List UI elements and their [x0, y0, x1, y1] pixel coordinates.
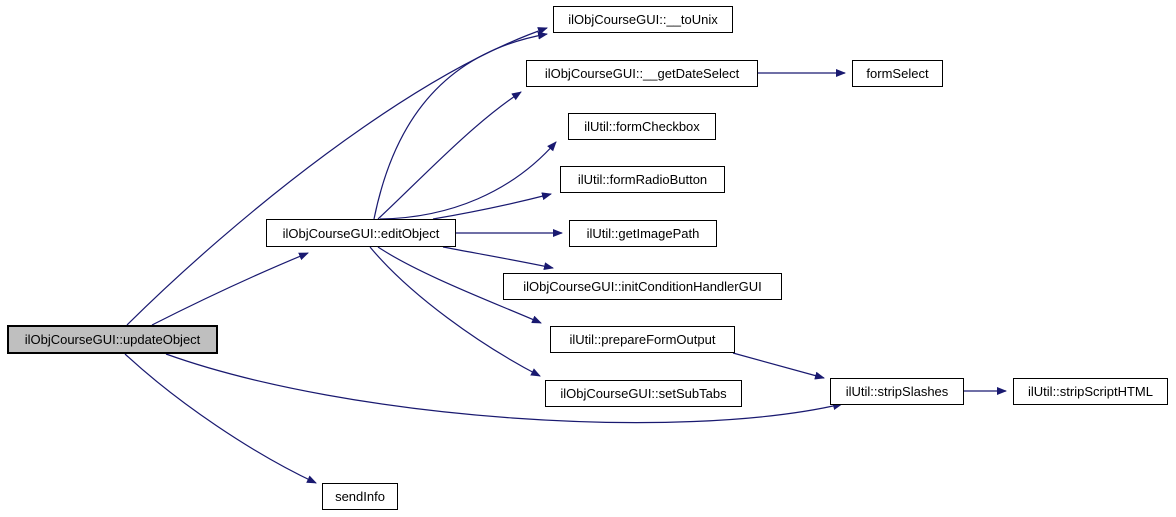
node-formCheckbox[interactable]: ilUtil::formCheckbox: [568, 113, 716, 140]
node-initConditionHandlerGUI[interactable]: ilObjCourseGUI::initConditionHandlerGUI: [503, 273, 782, 300]
node-toUnix[interactable]: ilObjCourseGUI::__toUnix: [553, 6, 733, 33]
edge-editObject-to-setSubTabs: [369, 246, 541, 377]
node-getImagePath[interactable]: ilUtil::getImagePath: [569, 220, 717, 247]
edge-editObject-to-formCheckbox: [379, 141, 557, 220]
node-stripSlashes[interactable]: ilUtil::stripSlashes: [830, 378, 964, 405]
edge-editObject-to-formRadioButton: [432, 192, 552, 220]
node-formRadioButton[interactable]: ilUtil::formRadioButton: [560, 166, 725, 193]
node-editObject[interactable]: ilObjCourseGUI::editObject: [266, 219, 456, 247]
edge-editObject-to-prepareFormOutput: [377, 246, 542, 324]
node-stripScriptHTML[interactable]: ilUtil::stripScriptHTML: [1013, 378, 1168, 405]
edge-updateObject-to-toUnix: [126, 27, 548, 326]
edge-updateObject-to-editObject: [151, 252, 309, 326]
edge-editObject-to-getDateSelect: [377, 91, 522, 220]
edge-editObject-to-initConditionHandlerGUI: [442, 246, 554, 271]
edge-updateObject-to-stripSlashes: [165, 353, 843, 424]
edge-editObject-to-toUnix: [373, 31, 548, 220]
node-updateObject: ilObjCourseGUI::updateObject: [7, 325, 218, 354]
node-prepareFormOutput[interactable]: ilUtil::prepareFormOutput: [550, 326, 735, 353]
node-setSubTabs[interactable]: ilObjCourseGUI::setSubTabs: [545, 380, 742, 407]
edge-prepareFormOutput-to-stripSlashes: [732, 352, 825, 380]
edge-updateObject-to-sendInfo: [124, 353, 317, 484]
node-getDateSelect[interactable]: ilObjCourseGUI::__getDateSelect: [526, 60, 758, 87]
node-formSelect[interactable]: formSelect: [852, 60, 943, 87]
node-sendInfo[interactable]: sendInfo: [322, 483, 398, 510]
